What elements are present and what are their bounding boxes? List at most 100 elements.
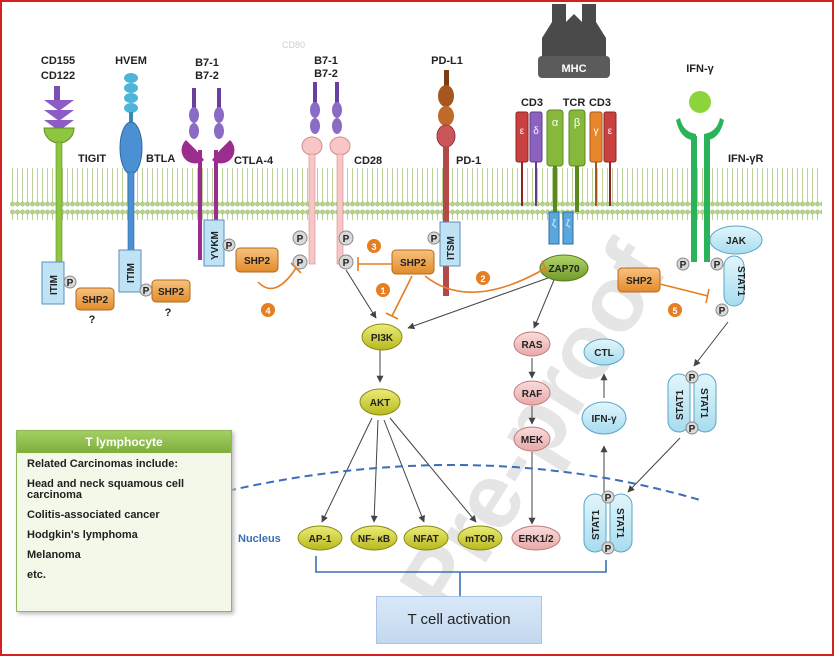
svg-text:P: P: [714, 260, 721, 271]
ctla4-stalk: [198, 150, 202, 260]
ligand-b7-1-label: B7-1: [314, 55, 338, 67]
stat1-phospho: [685, 370, 699, 384]
svg-text:α: α: [552, 117, 559, 129]
svg-text:SHP2: SHP2: [82, 295, 109, 306]
ligand-pdl1-label: PD-L1: [431, 55, 463, 67]
ifngr-domain: [704, 118, 724, 140]
cd3-gamma: [589, 111, 603, 163]
ctla4-receptor: B7-1 B7-2 CTLA-4 YVKM P SHP2: [181, 57, 279, 273]
cd80-ghost-label: CD80: [282, 40, 305, 50]
stat1-monomer: [723, 255, 745, 307]
stat1-label: STAT1: [735, 266, 746, 297]
hvem-domain: [124, 83, 138, 93]
ifngr-domain: [676, 118, 696, 140]
btla-domain: [119, 121, 143, 175]
svg-text:3: 3: [371, 242, 376, 252]
step-badge: [668, 303, 682, 317]
svg-text:NFAT: NFAT: [413, 534, 438, 545]
svg-text:P: P: [605, 493, 612, 504]
ligand-b7-2-label: B7-2: [195, 70, 219, 82]
nuclear-envelope: [189, 464, 701, 501]
cd28-phospho: [292, 254, 308, 270]
hvem-domain: [124, 103, 138, 113]
svg-text:SHP2: SHP2: [400, 258, 427, 269]
stat1-phospho: [715, 303, 729, 317]
stat1-phospho: [601, 541, 615, 555]
svg-text:STAT1: STAT1: [698, 388, 709, 419]
svg-text:P: P: [297, 258, 304, 269]
cd3-zeta-chain: [548, 211, 560, 245]
svg-text:P: P: [67, 278, 74, 289]
ifng-receptor: IFN-γ IFN-γR JAK STAT1 P P P SHP2: [617, 63, 764, 317]
ligand-hvem-label: HVEM: [115, 55, 147, 67]
cd28-phospho: [292, 230, 308, 246]
cd3-left-label: CD3: [521, 97, 543, 109]
stat1-monomer: [693, 373, 717, 433]
cd3-epsilon: [515, 111, 529, 163]
pd1-domain: [436, 124, 456, 148]
ifngr-phospho: [710, 257, 724, 271]
pdl1-domain: [438, 85, 454, 107]
ligand-chevron: [44, 100, 74, 111]
cd3-delta: [529, 111, 543, 163]
panel-title: T lymphocyte: [17, 431, 231, 453]
svg-text:ζ: ζ: [566, 218, 570, 228]
ifngr-label: IFN-γR: [728, 153, 764, 165]
svg-text:γ: γ: [594, 126, 599, 137]
ifngr-stalk: [691, 136, 697, 262]
stat1-monomer: [667, 373, 691, 433]
mhc-label: MHC: [561, 63, 586, 75]
pi3k-node: [361, 323, 403, 351]
tigit-receptor: CD155 CD122 TIGIT ITIM P SHP2 ?: [41, 55, 115, 326]
svg-text:P: P: [226, 241, 233, 252]
svg-text:P: P: [297, 234, 304, 245]
raf-node: [513, 380, 551, 406]
svg-text:2: 2: [480, 274, 485, 284]
ap1-factor: [297, 525, 343, 551]
stat1-monomer: [609, 493, 633, 553]
nucleus-label: Nucleus: [238, 533, 281, 545]
svg-text:IFN-γ: IFN-γ: [592, 414, 617, 425]
ifngr-shp2: [617, 267, 661, 293]
cd28-phospho: [338, 230, 354, 246]
pdl1-domain: [438, 106, 454, 126]
hvem-domain: [124, 93, 138, 103]
inhibit-pd1-pi3k: [391, 275, 413, 317]
b7-domain: [189, 107, 199, 123]
ligand-cd155-label: CD155: [41, 55, 75, 67]
cd28-stalk: [336, 153, 344, 265]
ligand-chevron: [44, 120, 74, 131]
list-item: Colitis-associated cancer: [27, 509, 160, 521]
b7-domain: [310, 102, 320, 118]
pd1-receptor: PD-L1 PD-1 ITSM P SHP2: [391, 55, 481, 296]
svg-text:P: P: [680, 260, 687, 271]
svg-text:RAF: RAF: [522, 389, 543, 400]
ctla4-label: CTLA-4: [234, 155, 274, 167]
svg-text:1: 1: [380, 286, 385, 296]
btla-itim: [118, 249, 142, 293]
svg-text:STAT1: STAT1: [614, 508, 625, 539]
btla-stalk: [127, 171, 135, 251]
cd28-phospho: [338, 254, 354, 270]
cd28-stalk: [308, 153, 316, 265]
stat1-phospho: [685, 421, 699, 435]
nfkb-factor: [350, 525, 398, 551]
jak-kinase: [709, 225, 763, 255]
stat1-dimer-cytoplasm: STAT1 STAT1 P P: [667, 370, 717, 435]
ligand-stalk: [54, 86, 60, 100]
svg-text:STAT1: STAT1: [591, 509, 602, 540]
svg-text:4: 4: [265, 306, 270, 316]
list-item: etc.: [27, 569, 46, 581]
svg-text:P: P: [143, 286, 150, 297]
cell-membrane: [10, 168, 822, 220]
akt-node: [359, 388, 401, 416]
svg-text:5: 5: [672, 306, 677, 316]
erk-factor: [511, 525, 561, 551]
nucleus-factors: Nucleus AP-1 NF- κB NFAT mTOR ERK1/2: [238, 525, 561, 551]
stat1-dimer-nucleus: STAT1 STAT1 P P: [583, 490, 633, 555]
cd28-receptor: CD80 B7-1 B7-2 CD28 P P P P: [282, 40, 382, 270]
ctla4-yvkm-label: YVKM: [210, 231, 221, 260]
list-item: Head and neck squamous cell carcinoma: [27, 478, 185, 501]
inhibit-pd1-zap70: [424, 267, 547, 293]
ifngr-stalk: [704, 136, 710, 262]
